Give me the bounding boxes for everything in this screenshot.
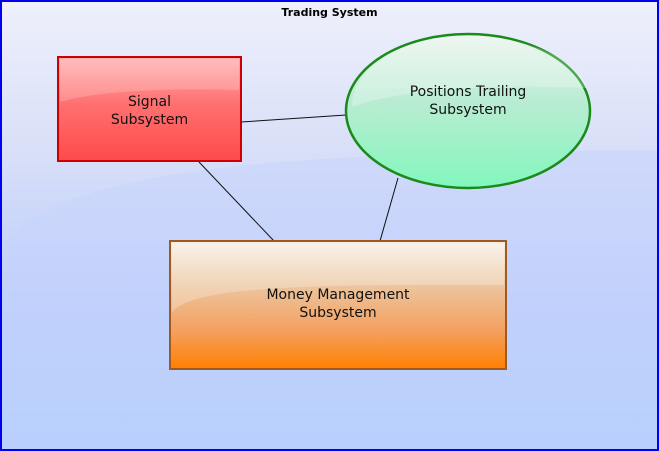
node-positions-trailing[interactable]: [344, 32, 592, 190]
edge-signal-positions: [240, 114, 347, 123]
edge-signal-money: [198, 161, 275, 242]
diagram-title: Trading System: [281, 6, 378, 19]
node-positions-trailing-label: Positions Trailing Subsystem: [409, 84, 527, 118]
node-signal[interactable]: [57, 56, 242, 162]
node-money-management-label: Money Management Subsystem: [266, 287, 410, 321]
node-signal-label: Signal Subsystem: [110, 94, 189, 128]
edge-positions-money: [379, 177, 399, 242]
node-money-management[interactable]: [169, 240, 507, 370]
